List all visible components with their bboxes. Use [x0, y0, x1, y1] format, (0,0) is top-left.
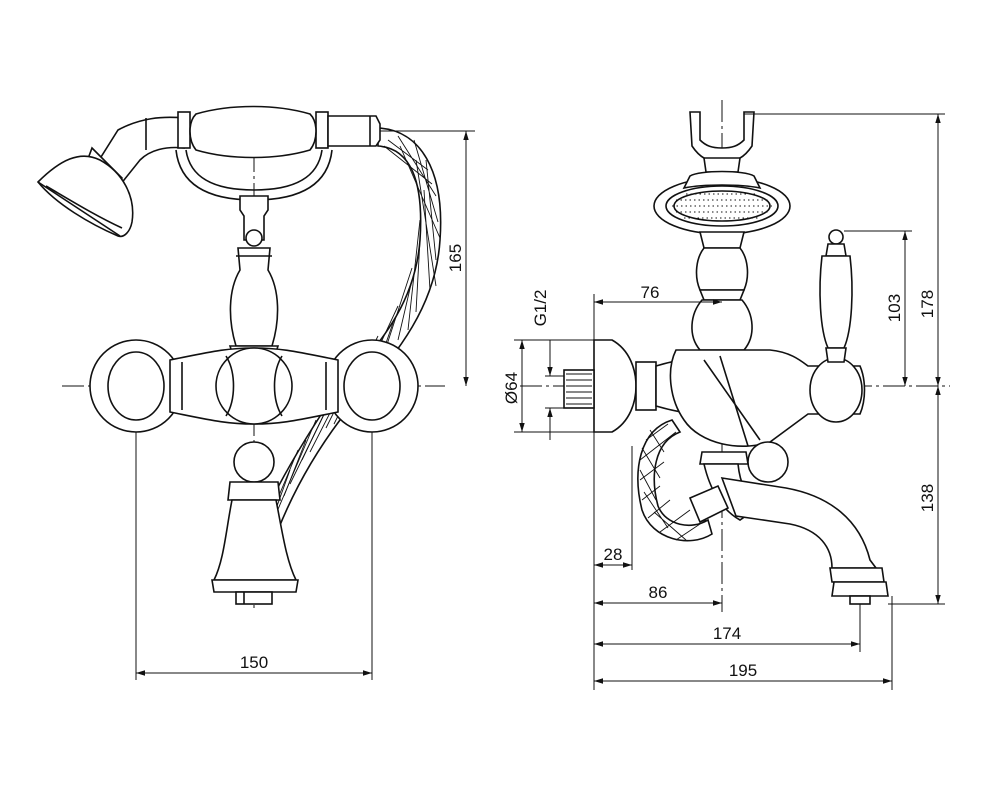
front-handshower [36, 116, 185, 238]
side-handle-height-label: 103 [885, 294, 904, 322]
side-hose [637, 419, 713, 542]
front-view: 150 165 [36, 105, 475, 680]
side-inlet-offset-dimension: 76 [593, 283, 722, 340]
side-spout-reach-dimension: 174 [594, 604, 861, 652]
front-stem [228, 195, 280, 359]
side-body-depth-dimension: 86 [594, 583, 722, 606]
side-handle-height-dimension: 103 [844, 230, 912, 386]
front-height-label: 165 [446, 244, 465, 272]
side-thread-dimension: G1/2 [531, 290, 564, 440]
side-spout [688, 441, 889, 605]
side-spout-height-dimension: 138 [888, 386, 945, 605]
side-thread-label: G1/2 [531, 290, 550, 327]
side-body [655, 349, 866, 448]
side-overall-height-dimension: 178 [744, 113, 945, 386]
side-flange-diameter-dimension: Ø64 [502, 339, 594, 433]
side-hose-offset-dimension: 28 [593, 432, 633, 690]
side-overall-depth-dimension: 195 [594, 596, 893, 690]
side-wall-flange [563, 339, 657, 433]
side-handle-knob [809, 357, 863, 423]
front-center-boss [215, 347, 293, 425]
front-width-dimension: 150 [135, 432, 373, 680]
side-shower-nozzles [672, 193, 772, 219]
side-overall-depth-label: 195 [729, 661, 757, 680]
front-height-dimension: 165 [380, 130, 475, 386]
front-handset-handle [175, 105, 381, 201]
side-lever-handle [819, 229, 853, 363]
front-width-label: 150 [240, 653, 268, 672]
front-spout [211, 441, 299, 605]
front-hose [260, 127, 442, 532]
front-body [89, 339, 419, 433]
side-body-depth-label: 86 [649, 583, 668, 602]
side-flange-diameter-label: Ø64 [502, 372, 521, 404]
side-handshower [653, 111, 791, 351]
side-spout-height-label: 138 [918, 484, 937, 512]
front-left-wheel [89, 339, 183, 433]
side-spout-reach-label: 174 [713, 624, 741, 643]
side-inlet-offset-label: 76 [641, 283, 660, 302]
front-right-wheel [325, 339, 419, 433]
side-view: 76 G1/2 Ø64 28 86 [502, 100, 950, 690]
side-hose-offset-label: 28 [604, 545, 623, 564]
side-overall-height-label: 178 [918, 290, 937, 318]
